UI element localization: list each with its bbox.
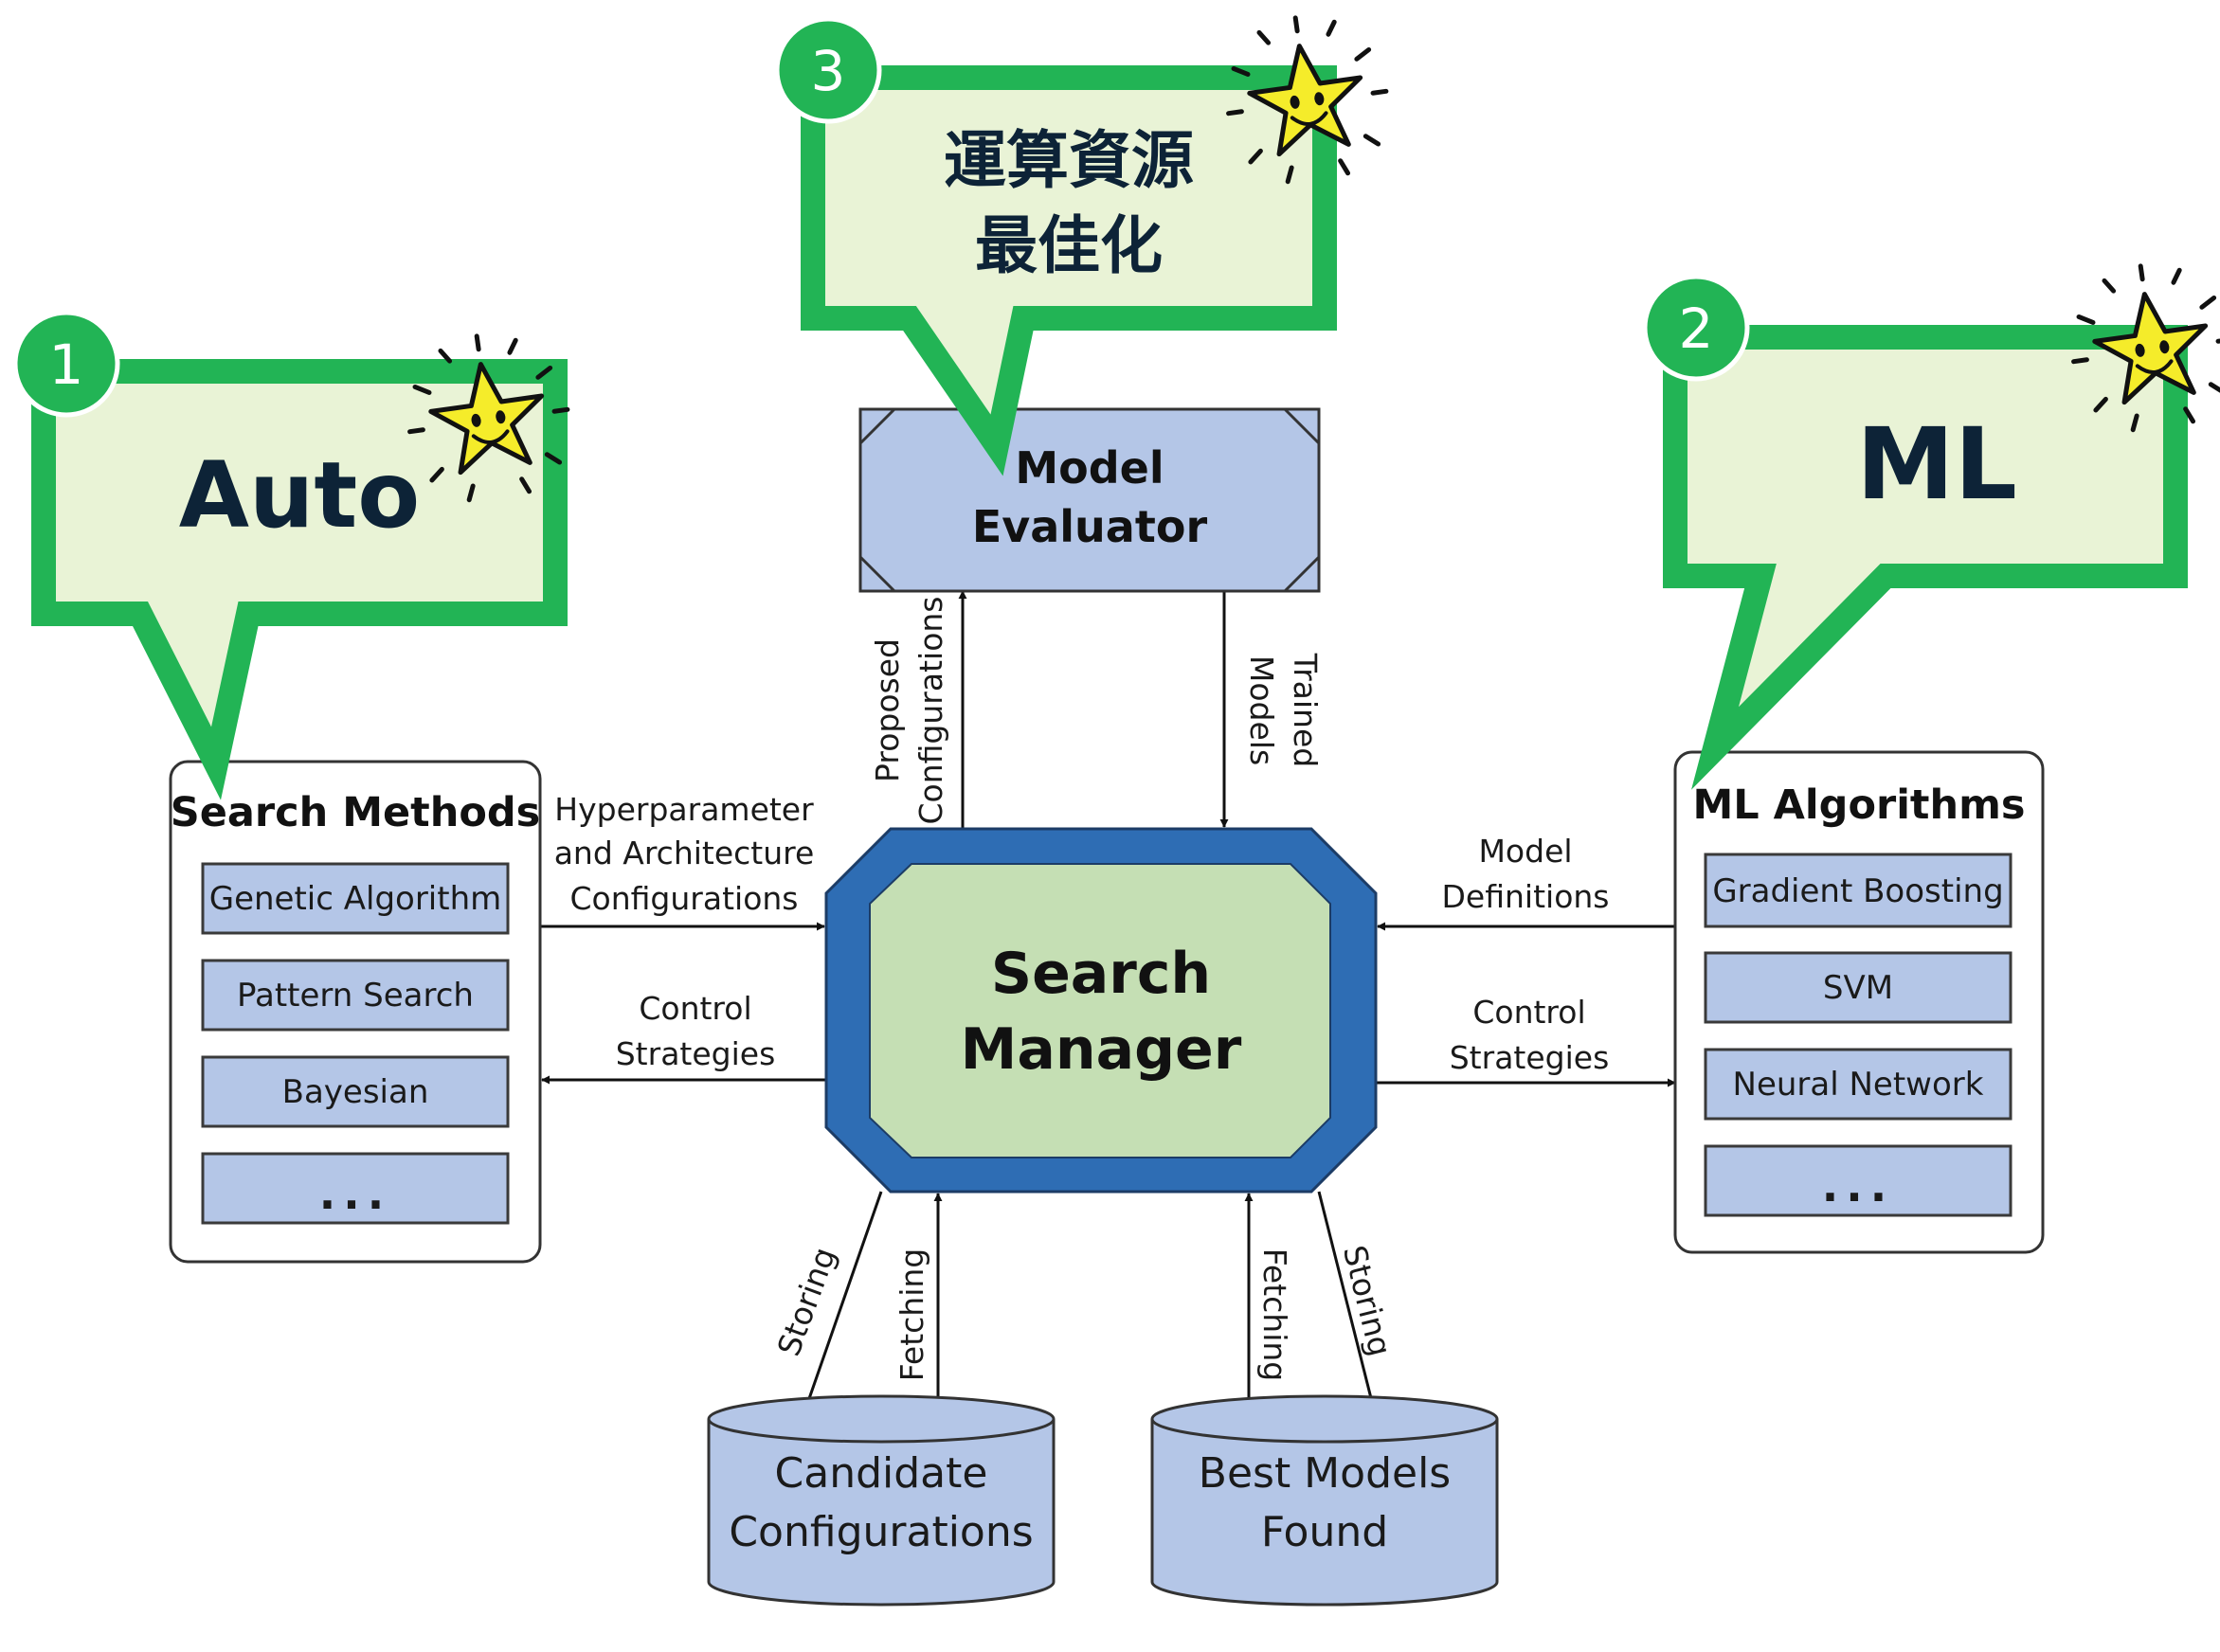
best-models-found-db: Best Models Found xyxy=(1150,1394,1499,1607)
search-manager-label: Search xyxy=(991,941,1211,1007)
callout-ml-text: ML xyxy=(1856,406,2017,522)
callout-badge-3 xyxy=(774,16,882,124)
model-evaluator-label: Model xyxy=(1015,442,1164,494)
control-strategies-left-label: Control xyxy=(639,990,751,1027)
callout-badge-3-number: 3 xyxy=(811,39,846,103)
proposed-configurations-label: Proposed xyxy=(869,638,906,782)
callout-auto: Auto 1 xyxy=(12,310,578,800)
ml-algorithms-title: ML Algorithms xyxy=(1692,781,2025,829)
proposed-configurations-label: Configurations xyxy=(912,597,949,825)
model-definitions-label: Model xyxy=(1478,833,1572,870)
search-manager-label: Manager xyxy=(961,1016,1242,1083)
arrow-storing-right xyxy=(1317,1191,1377,1410)
flow-arrows xyxy=(540,590,1677,1413)
control-strategies-right-label: Strategies xyxy=(1450,1039,1610,1076)
candidate-configurations-label: Configurations xyxy=(729,1508,1033,1556)
callout-badge-2-number: 2 xyxy=(1679,296,1714,361)
model-evaluator: Model Evaluator xyxy=(858,407,1321,593)
fetching-left-label: Fetching xyxy=(893,1248,930,1382)
search-method-item: ... xyxy=(319,1168,391,1219)
callout-badge-1 xyxy=(12,310,120,418)
storing-left-label: Storing xyxy=(770,1243,843,1361)
ml-algorithm-item: Gradient Boosting xyxy=(1712,872,2003,910)
candidate-configurations-db: Candidate Configurations xyxy=(707,1394,1056,1607)
ml-algorithm-item: Neural Network xyxy=(1733,1066,1984,1104)
search-method-item: Bayesian xyxy=(282,1073,429,1111)
search-manager: Search Manager xyxy=(824,827,1378,1194)
search-method-item: Pattern Search xyxy=(237,977,474,1015)
candidate-configurations-label: Candidate xyxy=(775,1449,988,1498)
callout-resource-text: 最佳化 xyxy=(975,209,1163,282)
hyperparameter-label: Configurations xyxy=(570,880,799,917)
callout-ml: ML 2 xyxy=(1642,255,2220,790)
callout-badge-1-number: 1 xyxy=(49,332,84,397)
callout-badge-2 xyxy=(1642,274,1750,382)
model-evaluator-label: Evaluator xyxy=(972,501,1208,552)
control-strategies-left-label: Strategies xyxy=(616,1035,776,1072)
trained-models-label: Trained xyxy=(1287,653,1324,767)
fetching-right-label: Fetching xyxy=(1256,1248,1293,1382)
ml-algorithm-item: SVM xyxy=(1823,969,1893,1007)
best-models-found-label: Found xyxy=(1261,1508,1388,1556)
model-definitions-label: Definitions xyxy=(1442,878,1610,915)
arrow-storing-left xyxy=(803,1191,883,1410)
callout-resource-text: 運算資源 xyxy=(944,124,1194,197)
search-method-item: Genetic Algorithm xyxy=(209,880,502,918)
callout-resource: 運算資源 最佳化 3 xyxy=(774,7,1397,476)
search-methods-title: Search Methods xyxy=(171,789,540,836)
search-methods-panel: Search Methods Genetic Algorithm Pattern… xyxy=(169,760,542,1264)
flow-labels: Hyperparameter and Architecture Configur… xyxy=(554,597,1610,1382)
callout-auto-text: Auto xyxy=(179,442,420,548)
hyperparameter-label: and Architecture xyxy=(554,835,815,871)
ml-algorithms-panel: ML Algorithms Gradient Boosting SVM Neur… xyxy=(1673,750,2045,1254)
ml-algorithm-item: ... xyxy=(1822,1160,1894,1212)
hyperparameter-label: Hyperparameter xyxy=(554,791,814,828)
control-strategies-right-label: Control xyxy=(1472,994,1585,1031)
trained-models-label: Models xyxy=(1243,655,1280,765)
best-models-found-label: Best Models xyxy=(1199,1449,1451,1498)
